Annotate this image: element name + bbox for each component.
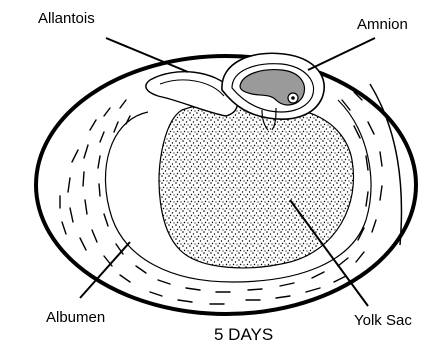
albumen-leader: [80, 242, 130, 298]
embryo-pupil: [291, 96, 295, 100]
diagram-title: 5 DAYS: [214, 325, 273, 344]
albumen-label: Albumen: [46, 309, 105, 326]
amnion-label: Amnion: [357, 16, 408, 33]
yolk-sac-label: Yolk Sac: [354, 312, 412, 329]
shell-membrane: [370, 84, 401, 245]
allantois-label: Allantois: [38, 10, 95, 27]
amnion-leader: [308, 38, 375, 70]
yolk-sac: [159, 104, 353, 268]
